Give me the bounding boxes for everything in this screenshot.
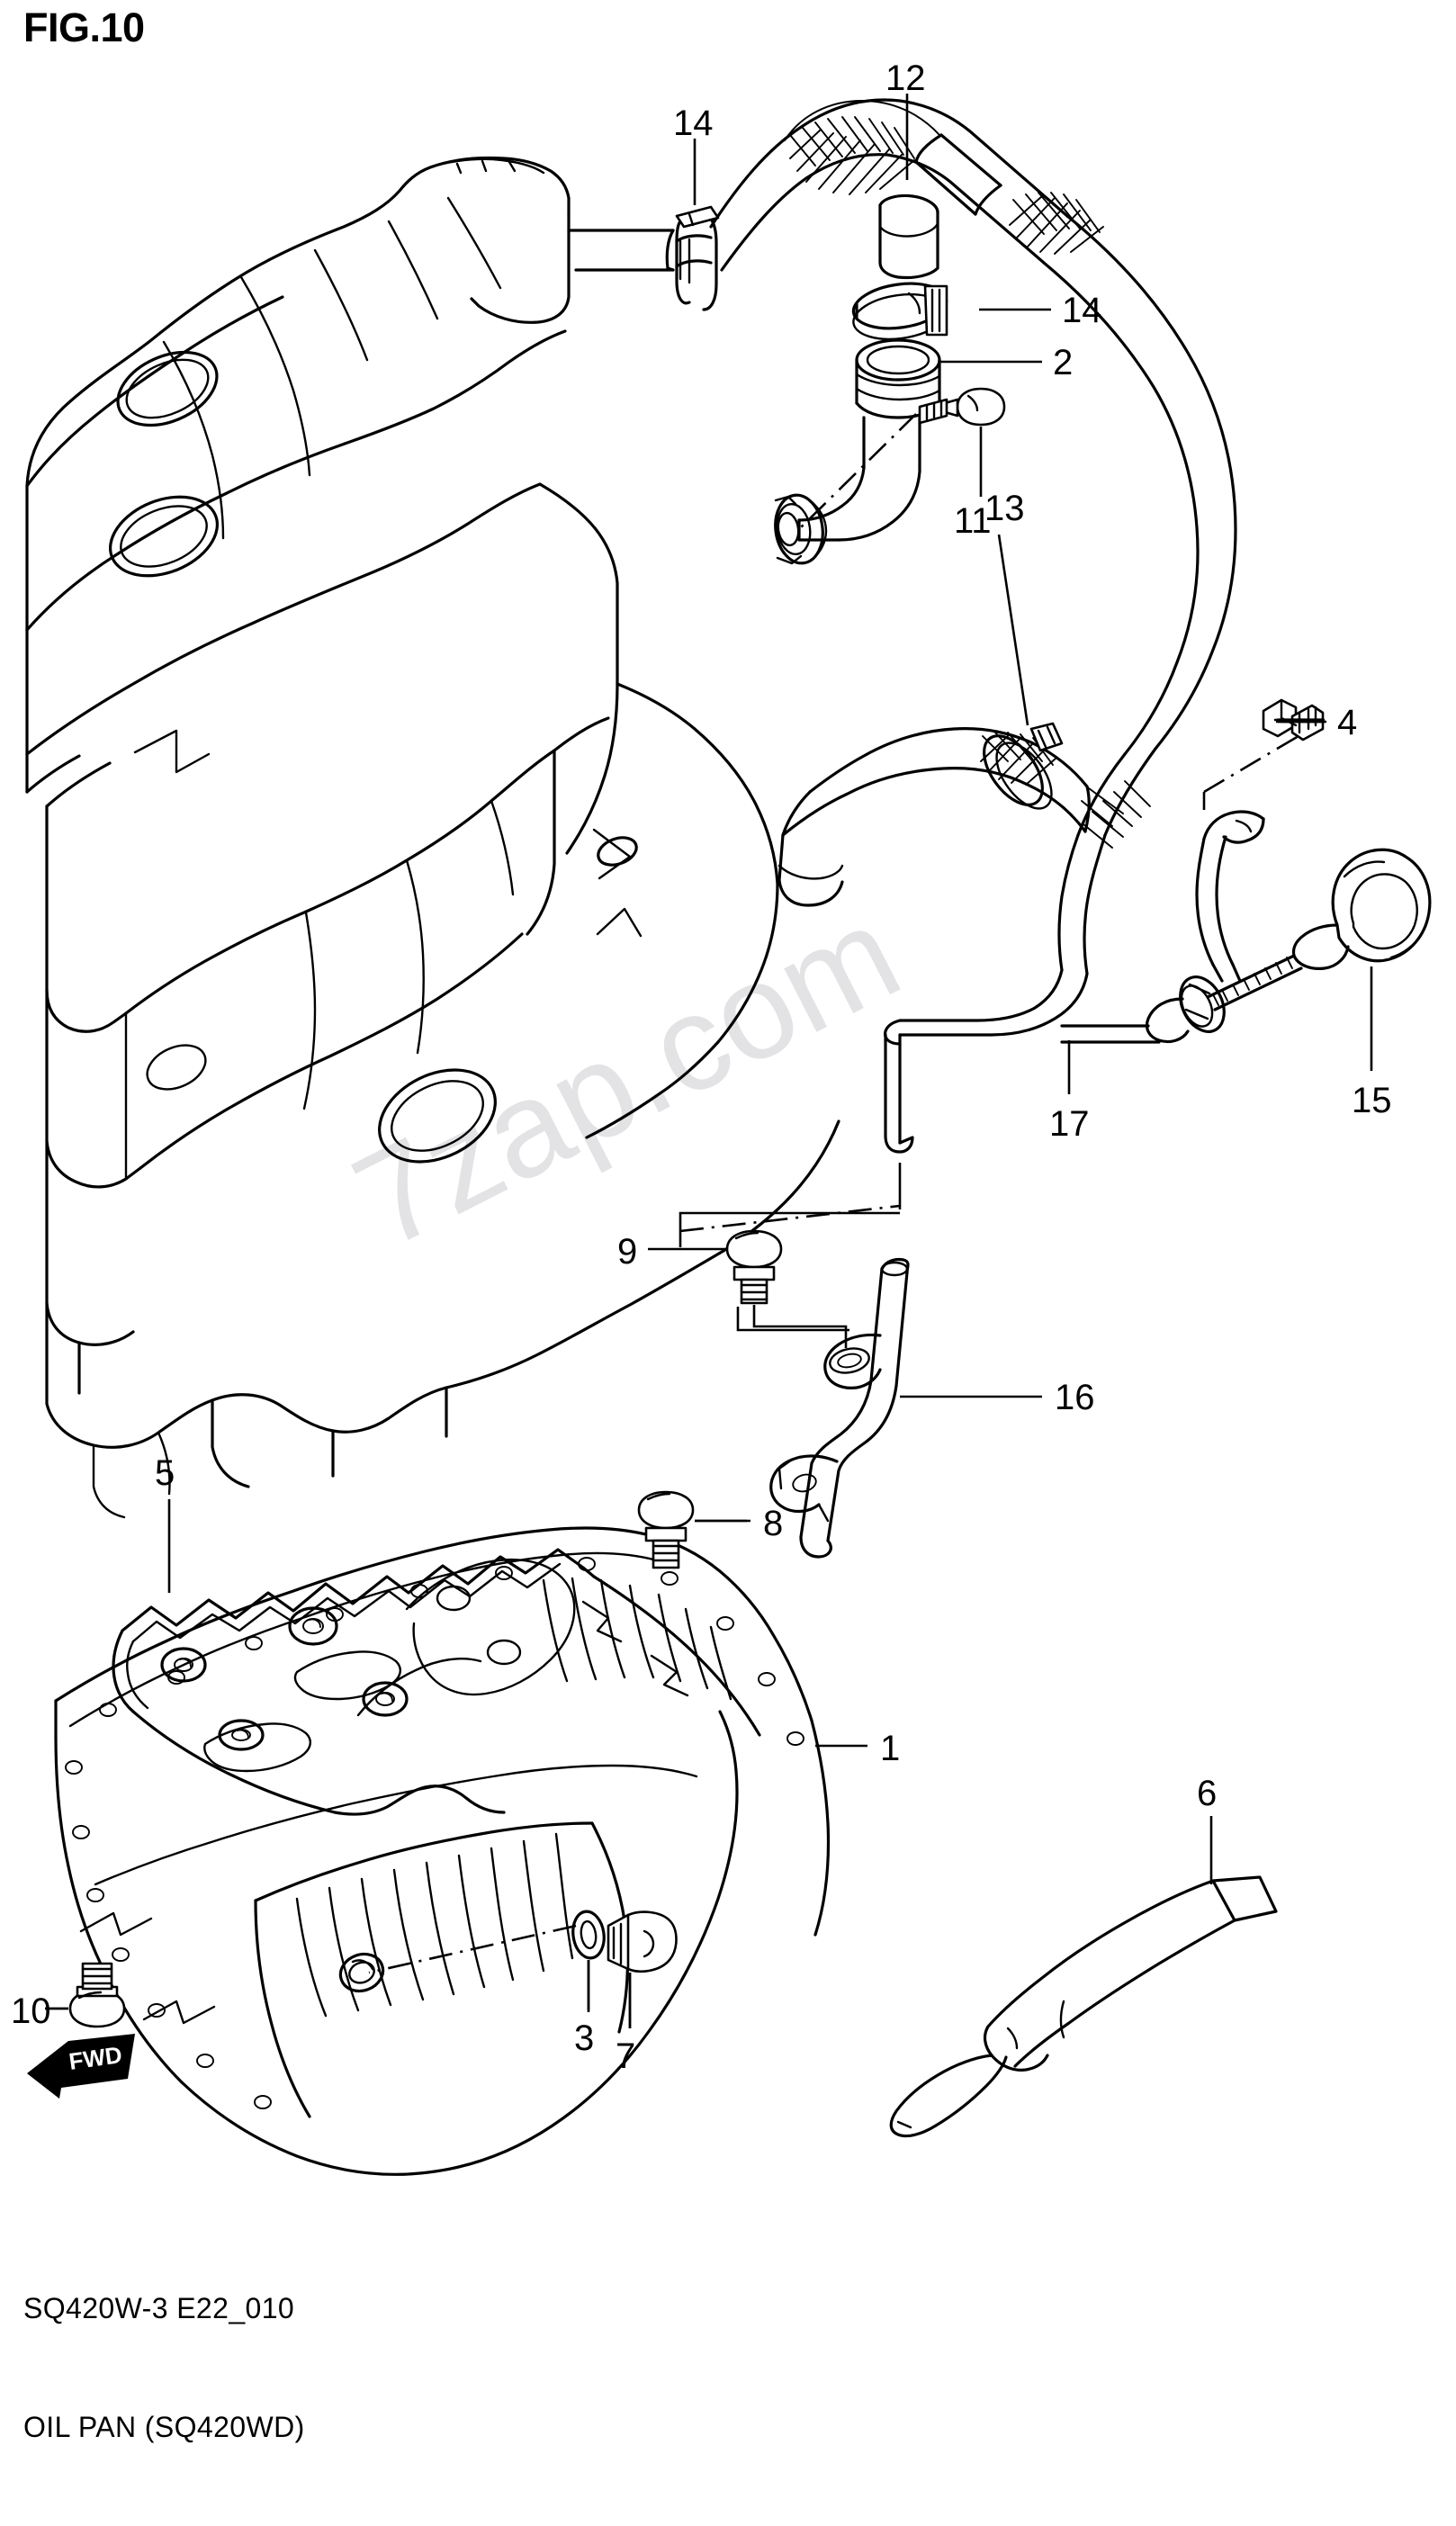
callout-1: 1 [880,1729,900,1768]
parts-diagram-page: FIG.10 7zap.com [11,4,1432,2443]
oil-pan-bolt-bosses [65,1557,804,2109]
drain-plug-assembly [368,1910,678,2028]
callout-12: 12 [885,58,926,98]
caption-part-number: SQ420W-3 E22_010 [23,2292,295,2324]
callout-8: 8 [763,1504,783,1543]
bolt-8 [637,1490,747,1569]
oil-pan-upper-ribs [542,1577,732,1701]
dipstick-rod-hatch [1212,957,1293,1006]
callout-6: 6 [1197,1774,1217,1813]
engine-block-assembly [25,156,840,1519]
callout-leader-lines [45,94,1373,2028]
callout-15: 15 [1352,1081,1392,1120]
callout-14-lower: 14 [1062,291,1102,330]
watermark: 7zap.com [331,876,921,1277]
callout-3: 3 [574,2018,594,2058]
oil-filler-connector [855,338,941,419]
pipe-bracket [1195,720,1324,983]
breather-elbow-pipe [774,416,921,565]
bolt-11 [800,387,1006,528]
callout-5: 5 [155,1453,175,1493]
hose-clamp-lower [851,282,948,341]
callout-numbers: 12 14 14 2 11 4 13 15 17 9 16 5 8 1 6 10… [11,58,1392,2076]
oil-pan-baffle-plate [112,1548,761,1816]
watermark-text: 7zap.com [331,876,921,1277]
oil-pan-ribs [295,1832,574,2018]
breather-hose-lower [777,722,1091,907]
assembly-leader-lines [679,1163,902,1247]
hose-texture-d [1081,780,1151,849]
oil-pan [54,1526,831,2176]
callout-13: 13 [984,489,1025,528]
callout-7: 7 [616,2036,635,2076]
figure-caption: SQ420W-3 E22_010 OIL PAN (SQ420WD) [23,2209,305,2526]
hose-texture-b [1009,192,1104,255]
callout-14-upper: 14 [673,103,714,143]
oil-level-gauge-guide [769,1257,910,1559]
fwd-arrow-icon: FWD [27,2034,135,2099]
callout-9: 9 [617,1232,637,1272]
callout-10: 10 [11,1991,51,2031]
figure-title: FIG.10 [23,4,145,50]
sealant-tube [889,1875,1278,2138]
callout-11: 11 [954,501,992,541]
bolt-9 [725,1229,849,1348]
oil-pan-exploded-diagram: 7zap.com [11,58,1432,2176]
oil-level-gauge-dipstick [1060,848,1432,1044]
hose-texture-a [784,100,940,195]
breather-hose-upper [709,98,1237,756]
bolt-10 [45,1962,126,2028]
breather-pipe-tail [884,747,1157,1154]
callout-17: 17 [1049,1104,1090,1144]
hose-clamp-upper-left [567,205,720,311]
callout-4: 4 [1337,703,1357,742]
callout-16: 16 [1055,1378,1095,1417]
callout-2: 2 [1053,343,1073,382]
caption-part-name: OIL PAN (SQ420WD) [23,2411,305,2443]
